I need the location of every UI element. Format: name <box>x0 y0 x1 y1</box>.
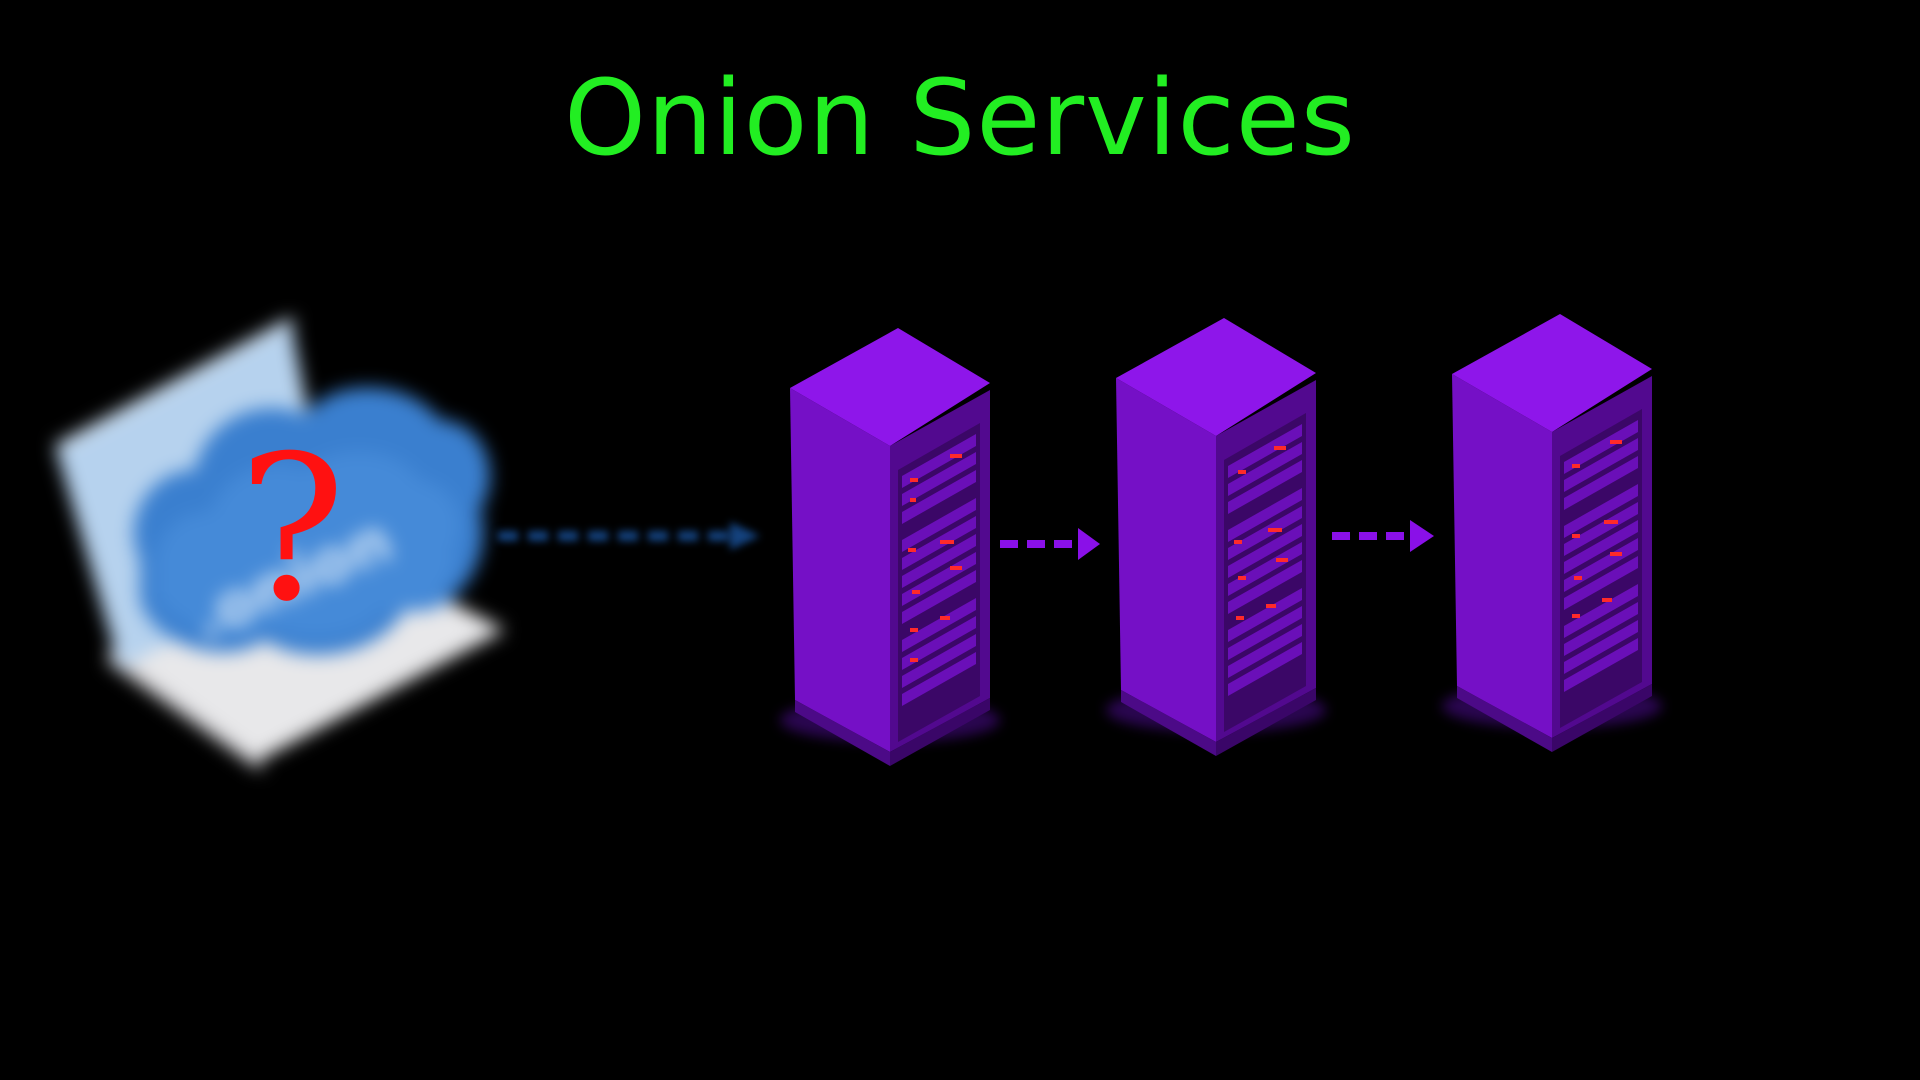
slide-title: Onion Services <box>564 57 1356 179</box>
relay-server-2-icon <box>1106 318 1326 756</box>
client-connection-arrow <box>498 522 760 550</box>
client-laptop-icon: .onion <box>55 318 505 772</box>
question-mark: ? <box>238 413 345 646</box>
relay-server-3-icon <box>1442 314 1662 752</box>
relay-server-1-icon <box>780 328 1000 766</box>
relay-connection-arrow-1 <box>1000 528 1100 560</box>
relay-connection-arrow-2 <box>1332 520 1434 552</box>
